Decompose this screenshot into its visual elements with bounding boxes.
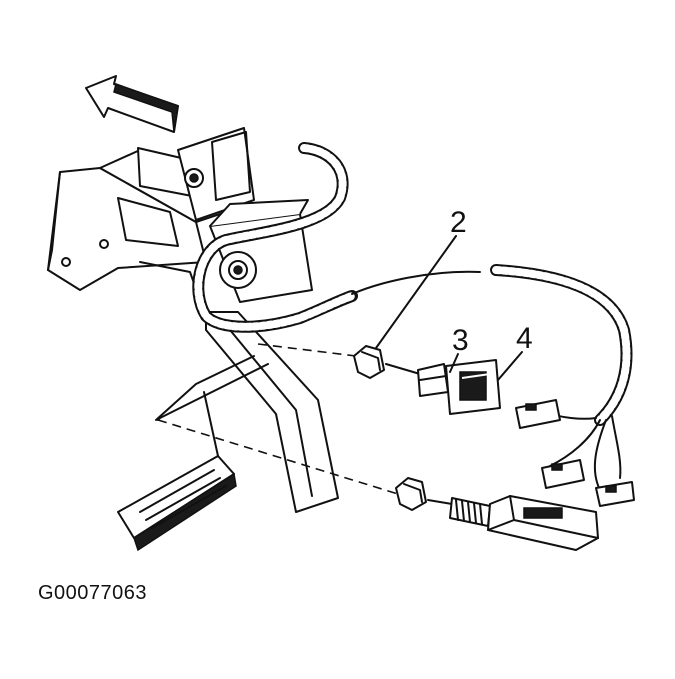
installation-guide-lines (155, 343, 399, 495)
callout-4: 4 (516, 322, 533, 355)
switch-retainer-lower (395, 477, 427, 511)
switch-retainer-upper (353, 345, 421, 379)
switch-connector (461, 373, 491, 379)
callout-3: 3 (452, 324, 469, 357)
forward-direction-arrow (85, 75, 179, 133)
pedal-bracket (47, 127, 313, 303)
leader-lines (375, 235, 523, 381)
figure-id: G00077063 (38, 582, 148, 604)
wire-harness (192, 142, 633, 491)
brake-pedal (117, 311, 339, 552)
callout-2: 2 (450, 206, 467, 239)
cruise-release-switch (427, 495, 599, 551)
harness-connectors (515, 399, 635, 507)
stop-lamp-switch (417, 359, 501, 415)
